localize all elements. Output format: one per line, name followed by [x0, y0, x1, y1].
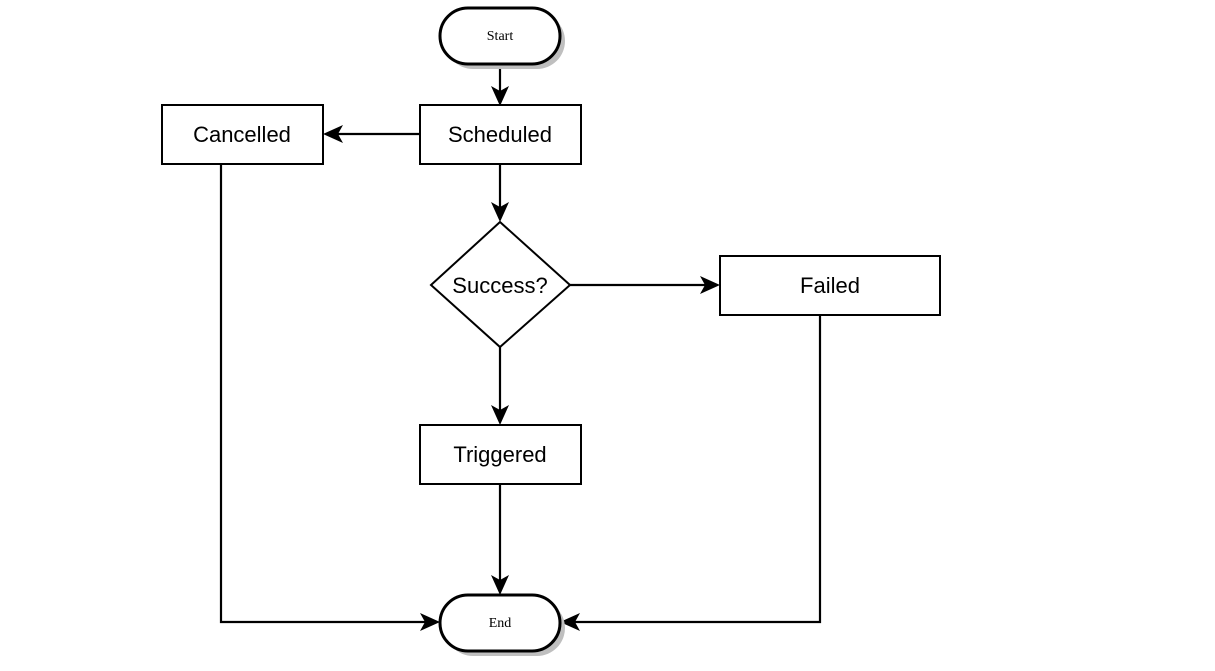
triggered-label: Triggered: [453, 442, 546, 467]
edge-start-to-scheduled: [491, 64, 509, 106]
start-shape: [438, 6, 562, 66]
edge-scheduled-to-cancelled: [323, 125, 420, 143]
node-failed[interactable]: Failed: [719, 255, 941, 316]
cancelled-label: Cancelled: [193, 122, 291, 147]
triggered-shape: [419, 424, 582, 485]
scheduled-shape: [419, 104, 582, 165]
start-label: Start: [487, 29, 514, 44]
end-shape: [438, 593, 562, 653]
node-end[interactable]: End: [438, 593, 565, 656]
edge-triggered-to-end: [491, 484, 509, 595]
node-success-decision[interactable]: Success?: [429, 220, 572, 349]
edge-scheduled-to-success: [491, 164, 509, 222]
node-cancelled[interactable]: Cancelled: [161, 104, 324, 165]
edge-cancelled-to-end: [219, 164, 440, 631]
failed-shape: [719, 255, 941, 316]
success-label: Success?: [452, 273, 547, 298]
edge-success-to-failed: [570, 276, 720, 294]
failed-label: Failed: [800, 273, 860, 298]
node-triggered[interactable]: Triggered: [419, 424, 582, 485]
edge-failed-to-end: [560, 315, 822, 631]
success-diamond-shape: [429, 220, 572, 349]
node-start[interactable]: Start: [438, 6, 565, 69]
scheduled-label: Scheduled: [448, 122, 552, 147]
node-scheduled[interactable]: Scheduled: [419, 104, 582, 165]
edge-success-to-triggered: [491, 347, 509, 425]
cancelled-shape: [161, 104, 324, 165]
end-label: End: [489, 616, 512, 631]
